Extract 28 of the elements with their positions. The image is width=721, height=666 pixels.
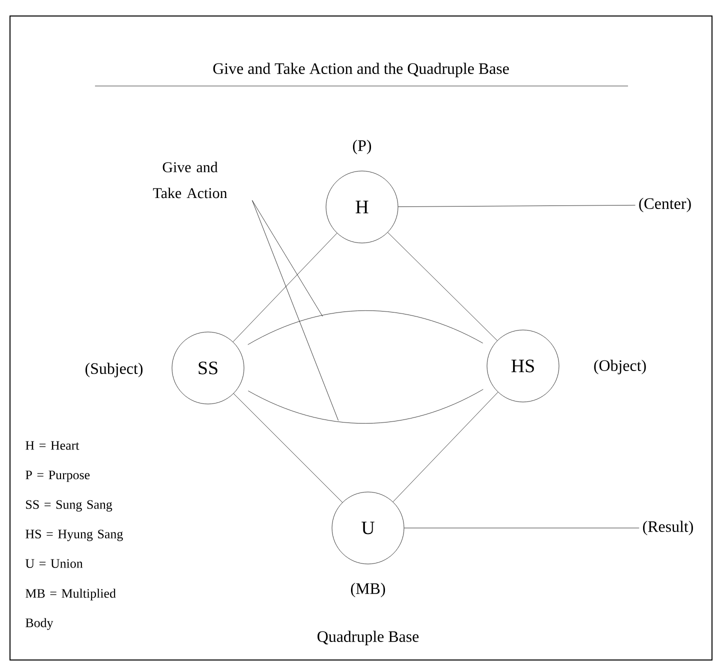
key-entry: P = Purpose [26, 470, 90, 482]
circle-node: SS [172, 332, 244, 404]
key-entry: U = Union [25, 559, 83, 568]
connector-line [232, 232, 338, 342]
circle-node: H [326, 170, 398, 244]
circle-node: HS [486, 330, 560, 402]
connector-line [233, 393, 343, 503]
leader-line [252, 200, 323, 317]
circle-node: U [332, 492, 404, 564]
key-entry: H = Heart [26, 441, 80, 450]
caption: Quadruple Base [318, 630, 419, 646]
connector-line [392, 392, 498, 502]
side-label: (Result) [643, 520, 693, 536]
connector-line [398, 205, 636, 207]
callout-label: Give and Take Action [153, 162, 228, 198]
arc-line [248, 310, 484, 345]
node-caption: (P) [352, 140, 372, 154]
title: Give and Take Action and the Quadruple Base [213, 62, 509, 78]
connector-line [388, 232, 498, 341]
key-entry: SS = Sung Sang [26, 500, 112, 512]
node-caption: (Object) [594, 360, 646, 374]
arc-line [248, 389, 484, 424]
side-label: (Center) [639, 198, 691, 212]
node-caption: (Subject) [86, 362, 143, 378]
leader-line [252, 200, 339, 421]
key-entry: HS = Hyung Sang [26, 530, 123, 542]
key-entry: MB = Multiplied Body [26, 588, 116, 630]
node-caption: (MB) [351, 582, 386, 598]
